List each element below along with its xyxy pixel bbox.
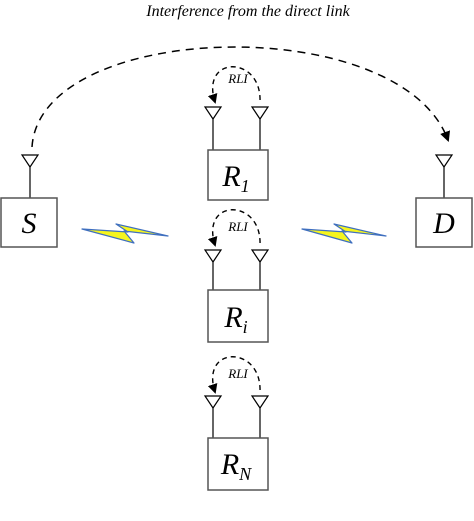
rli-label: RLI	[227, 71, 248, 86]
relay-box	[207, 437, 269, 491]
transmit-antenna-icon	[250, 249, 270, 264]
relay-box	[207, 289, 269, 343]
source-label: S	[22, 207, 37, 240]
transmit-antenna-icon	[250, 395, 270, 410]
source-relay-link-bolt-icon	[81, 223, 169, 244]
receive-antenna-icon	[203, 395, 223, 410]
destination-box	[415, 197, 473, 248]
rli-label: RLI	[227, 219, 248, 234]
relay-label: Ri	[223, 301, 247, 337]
destination-node: D	[415, 154, 473, 248]
destination-antenna-icon	[434, 154, 454, 169]
destination-label: D	[432, 207, 455, 240]
rli-label: RLI	[227, 366, 248, 381]
rli-loop-arrow	[207, 66, 261, 104]
relay-label: RN	[220, 448, 252, 484]
relay-label: R1	[221, 160, 249, 196]
receive-antenna-icon	[203, 249, 223, 264]
relay-node-n: RLI RN	[203, 356, 270, 491]
source-box	[0, 197, 58, 248]
direct-link-caption: Interference from the direct link	[145, 3, 350, 20]
receive-antenna-icon	[203, 106, 223, 121]
relay-box	[207, 149, 269, 201]
source-node: S	[0, 154, 58, 248]
transmit-antenna-icon	[250, 106, 270, 121]
relay-node-1: RLI R1	[203, 66, 270, 201]
source-antenna-icon	[20, 154, 40, 169]
relay-node-i: RLI Ri	[203, 209, 270, 343]
relay-destination-link-bolt-icon	[301, 223, 387, 244]
direct-link-interference-arc	[31, 46, 450, 148]
rli-loop-arrow	[207, 356, 261, 394]
rli-loop-arrow	[207, 209, 261, 247]
